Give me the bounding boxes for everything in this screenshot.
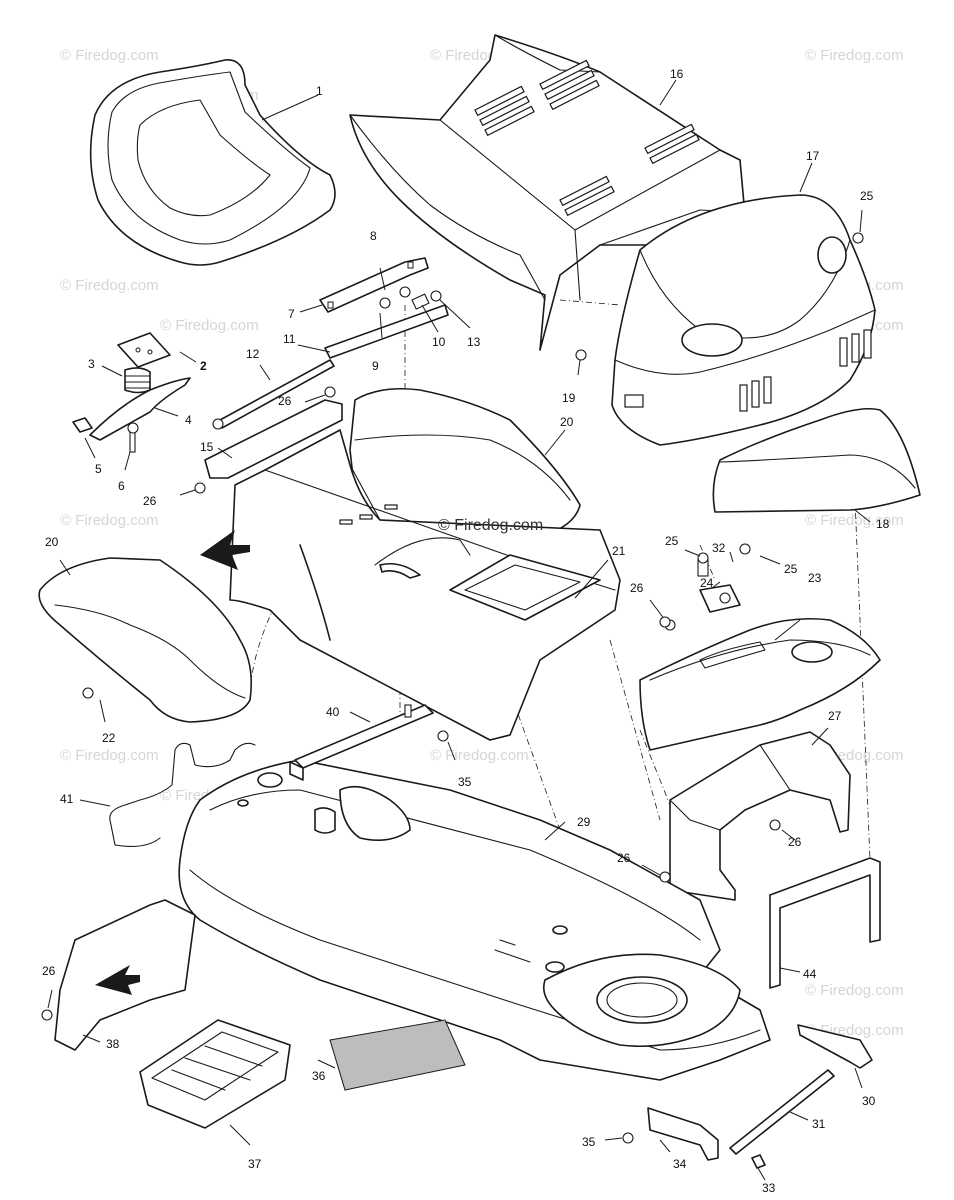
callout-10: 10 xyxy=(432,335,446,349)
watermark: © Firedog.com xyxy=(805,512,904,529)
callout-6: 6 xyxy=(118,479,125,493)
callout-34: 34 xyxy=(673,1157,687,1171)
watermark: © Firedog.com xyxy=(430,747,529,764)
callout-16: 16 xyxy=(670,67,684,81)
bracket-part-15 xyxy=(179,386,343,496)
callout-13: 13 xyxy=(467,335,481,349)
callout-38: 38 xyxy=(106,1037,120,1051)
shield-part-38 xyxy=(41,899,196,1051)
watermark: © Firedog.com xyxy=(60,512,159,529)
callout-24: 24 xyxy=(700,576,714,590)
callout-37: 37 xyxy=(248,1157,262,1171)
callout-17: 17 xyxy=(806,149,820,163)
bracket-part-27 xyxy=(669,727,851,901)
callout-19: 19 xyxy=(562,391,576,405)
callout-25-right: 25 xyxy=(784,562,798,576)
bracket-part-44 xyxy=(769,857,881,989)
callout-35-upper: 35 xyxy=(458,775,472,789)
arrow-marker xyxy=(200,530,250,570)
callout-22: 22 xyxy=(102,731,116,745)
callout-26-b: 26 xyxy=(143,494,157,508)
bolt-part-35 xyxy=(437,730,456,761)
center-watermark: © Firedog.com xyxy=(438,517,543,534)
callout-26-c: 26 xyxy=(630,581,644,595)
callout-4: 4 xyxy=(185,413,192,427)
callout-1: 1 xyxy=(316,84,323,98)
bracket-part-34 xyxy=(604,1107,766,1181)
callout-labels: 1 2 3 4 5 6 7 8 9 10 11 12 13 15 16 17 1… xyxy=(42,67,890,1195)
callout-40: 40 xyxy=(326,705,340,719)
fender-part-20-right xyxy=(349,387,581,539)
tray-part-37 xyxy=(139,1019,291,1146)
callout-25-top: 25 xyxy=(860,189,874,203)
callout-9: 9 xyxy=(372,359,379,373)
watermark: © Firedog.com xyxy=(60,747,159,764)
callout-32: 32 xyxy=(712,541,726,555)
callout-26-e: 26 xyxy=(617,851,631,865)
callout-5: 5 xyxy=(95,462,102,476)
callout-7: 7 xyxy=(288,307,295,321)
watermark: © Firedog.com xyxy=(60,47,159,64)
callout-8: 8 xyxy=(370,229,377,243)
callout-29: 29 xyxy=(577,815,591,829)
callout-30: 30 xyxy=(862,1094,876,1108)
callout-12: 12 xyxy=(246,347,260,361)
watermark: © Firedog.com xyxy=(805,47,904,64)
frame-part-29 xyxy=(178,759,771,1081)
hood-part-16 xyxy=(349,34,746,351)
callout-41: 41 xyxy=(60,792,74,806)
panel-part-18 xyxy=(712,407,921,523)
callout-21: 21 xyxy=(612,544,626,558)
callout-26-d: 26 xyxy=(788,835,802,849)
watermark: © Firedog.com xyxy=(60,277,159,294)
callout-35-lower: 35 xyxy=(582,1135,596,1149)
callout-15: 15 xyxy=(200,440,214,454)
callout-20-left: 20 xyxy=(45,535,59,549)
watermark: © Firedog.com xyxy=(805,982,904,999)
watermark: © Firedog.com xyxy=(160,317,259,334)
fender-part-20-left xyxy=(38,557,253,723)
callout-25-left: 25 xyxy=(665,534,679,548)
callout-31: 31 xyxy=(812,1117,826,1131)
callout-23: 23 xyxy=(808,571,822,585)
plate-part-40 xyxy=(289,704,434,781)
seat-hinge-parts xyxy=(72,332,197,471)
callout-2: 2 xyxy=(200,359,207,373)
grille-part-17 xyxy=(611,162,876,446)
callout-44: 44 xyxy=(803,967,817,981)
callout-33: 33 xyxy=(762,1181,776,1195)
callout-27: 27 xyxy=(828,709,842,723)
rod-part-31 xyxy=(729,1069,835,1155)
wire-part-41 xyxy=(79,742,256,847)
screw-parts xyxy=(575,209,864,883)
bracket-part-30 xyxy=(797,1024,873,1089)
callout-11: 11 xyxy=(283,332,296,346)
dash-panel-part-23 xyxy=(639,543,881,751)
hinge-assembly xyxy=(212,257,471,430)
callout-3: 3 xyxy=(88,357,95,371)
callout-26-a: 26 xyxy=(278,394,292,408)
callout-26-f: 26 xyxy=(42,964,56,978)
callout-36: 36 xyxy=(312,1069,326,1083)
callout-18: 18 xyxy=(876,517,890,531)
callout-20-right: 20 xyxy=(560,415,574,429)
seat-part-1 xyxy=(89,59,336,266)
frame-part-21 xyxy=(229,429,621,741)
mat-part-36 xyxy=(317,1019,466,1091)
